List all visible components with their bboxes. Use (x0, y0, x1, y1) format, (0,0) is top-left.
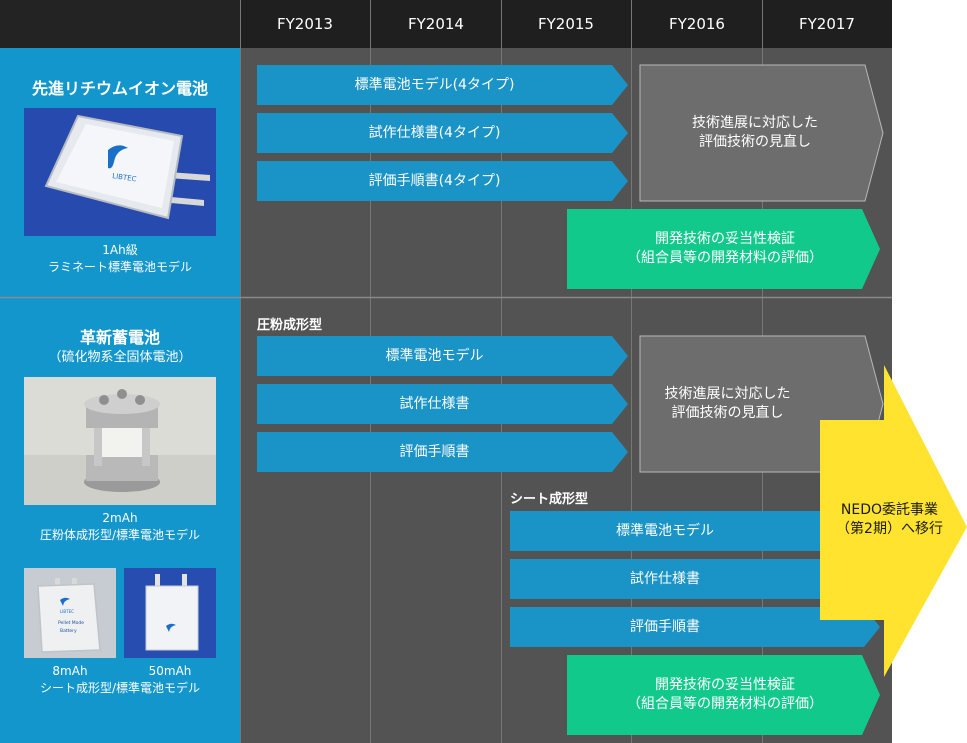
s2-g2-arrow-eval-procedure (510, 607, 880, 647)
libtec-logo-icon (108, 145, 128, 169)
section2-subtitle: （硫化物系全固体電池） (48, 350, 192, 365)
pellet-capacity-caption: 2mAh (102, 511, 138, 525)
cell-face (56, 124, 174, 208)
s2-g1-arrow-eval-procedure (257, 432, 628, 472)
pouch-50mah-caption: 50mAh (148, 664, 192, 678)
pouch-logo-icon (60, 597, 70, 606)
s1-arrow-prototype-spec (257, 113, 628, 153)
s1-arrow-eval-procedure (257, 161, 628, 201)
cell-tab (168, 172, 210, 181)
year-header: FY2015 (538, 15, 594, 33)
nut (99, 395, 109, 405)
pouch-label-line1: Pellet Mode (58, 620, 84, 626)
nut (117, 389, 127, 399)
year-header: FY2016 (669, 15, 725, 33)
cell-insulator (100, 425, 144, 457)
section2-title: 革新蓄電池 (79, 328, 160, 347)
pellet-cell-photo (24, 377, 216, 505)
transition-arrow (820, 365, 967, 677)
pouch-body (145, 585, 199, 651)
pouch-tab (155, 574, 160, 588)
bolt (142, 410, 150, 466)
s2-g2-arrow-prototype-spec (510, 559, 880, 599)
pouch-logo-icon (166, 623, 176, 632)
section1-title: 先進リチウムイオン電池 (31, 79, 208, 98)
s1-review-box (639, 64, 884, 202)
s1-validation-arrow (567, 209, 880, 289)
pouch-50mah-photo (124, 568, 216, 658)
s2-g2-arrow-standard-model (510, 511, 880, 551)
section1-caption-model: ラミネート標準電池モデル (47, 260, 192, 274)
header-left-cell (0, 0, 240, 48)
year-header: FY2014 (408, 15, 464, 33)
pouch-tab (72, 578, 77, 588)
pouch-8mah-caption: 8mAh (52, 664, 88, 678)
pellet-model-caption: 圧粉体成形型/標準電池モデル (39, 528, 201, 542)
year-header: FY2017 (799, 15, 855, 33)
photo-logo-text: LIBTEC (112, 172, 137, 183)
section1-caption-capacity: 1Ah級 (102, 243, 138, 257)
pouch-label-line2: Battery (60, 628, 77, 634)
laminate-cell-photo: LIBTEC (24, 108, 216, 236)
s1-arrow-standard-model (257, 65, 628, 105)
pouch-logo-text: LIBTEC (60, 609, 74, 614)
nut (135, 395, 145, 405)
sheet-model-caption: シート成形型/標準電池モデル (39, 681, 201, 695)
pouch-tab (55, 578, 60, 588)
group2-label: シート成形型 (510, 492, 589, 507)
s2-validation-arrow (567, 655, 880, 735)
s2-g1-arrow-prototype-spec (257, 384, 628, 424)
pouch-tab (182, 574, 187, 588)
pouch-8mah-photo: LIBTEC Pellet Mode Battery (24, 568, 116, 658)
s2-g1-arrow-standard-model (257, 336, 628, 376)
year-header: FY2013 (277, 15, 333, 33)
pouch-body (37, 583, 101, 653)
group1-label: 圧粉成形型 (257, 318, 323, 333)
bolt (94, 410, 102, 466)
